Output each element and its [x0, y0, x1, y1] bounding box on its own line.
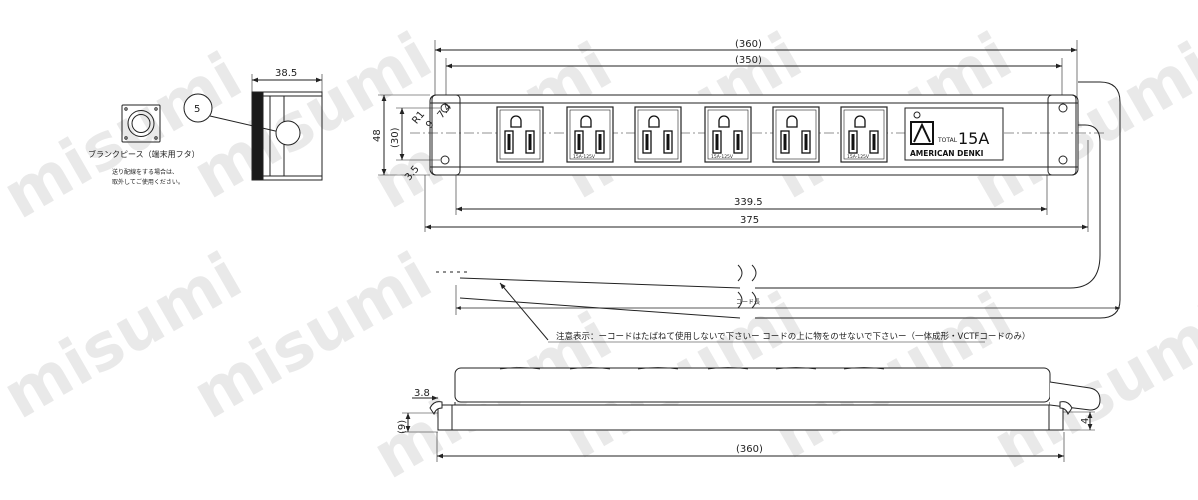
outlet-rating: 15A-125V [573, 154, 596, 160]
blank-piece-view [121, 104, 161, 143]
dim-inner-length: (350) [735, 55, 762, 66]
dim-inner-height: (30) [390, 127, 401, 148]
blank-piece-label: ブランクピース（端末用フタ） [88, 149, 200, 159]
brand-name: AMERICAN DENKI [910, 149, 984, 158]
outlet: 15A-125V [704, 106, 752, 163]
outlet: 15A-125V [566, 106, 614, 163]
side-outlet-bump [843, 367, 885, 370]
outlet [772, 106, 820, 163]
side-outlet-bump [569, 367, 611, 370]
callout-number: 5 [194, 104, 200, 115]
callout-circle [183, 93, 213, 123]
brand-total-rating: 15A [958, 129, 989, 148]
caution-leader [499, 282, 549, 341]
outlet-group: 15A-125V 15A-125V 15A-125V [496, 106, 888, 163]
brand-total-label: TOTAL [937, 137, 958, 144]
dim-overall-length: (360) [735, 39, 762, 50]
side-outlet-bump [499, 367, 541, 370]
outlet [634, 106, 682, 163]
dim-height: 48 [372, 129, 383, 142]
blank-piece-note: 送り配線をする場合は、 [112, 168, 178, 176]
outlet [496, 106, 544, 163]
caution-text: 注意表示：ーコードはたばねて使用しないで下さいー コードの上に物をのせないで下さ… [556, 331, 1030, 342]
dim-side-offset: 3.8 [414, 388, 430, 399]
side-outlet-bump [707, 367, 749, 370]
dim-total-length: 375 [740, 215, 759, 226]
outlet-rating: 15A-125V [711, 154, 734, 160]
dim-cap-width: 38.5 [275, 68, 297, 79]
outlet: 15A-125V [840, 106, 888, 163]
side-outlet-bump [775, 367, 817, 370]
dim-side-height: (9) [397, 420, 408, 434]
side-outlet-bump [637, 367, 679, 370]
side-outlet-bumps [499, 367, 885, 370]
dim-body-width: 339.5 [734, 197, 763, 208]
dim-hole-size: 9 [424, 119, 437, 131]
brand-plate: TOTAL 15A AMERICAN DENKI [904, 107, 1004, 161]
strip-side-view [437, 367, 1101, 431]
callout-leader [209, 115, 285, 134]
end-view [251, 91, 323, 181]
blank-piece-note: 取外してご使用ください。 [112, 178, 184, 186]
dim-side-thickness: 4 [1080, 418, 1091, 424]
dim-side-length: (360) [736, 444, 763, 455]
cord-length-label: コード長 [736, 299, 760, 306]
outlet-rating: 15A-125V [847, 154, 870, 160]
